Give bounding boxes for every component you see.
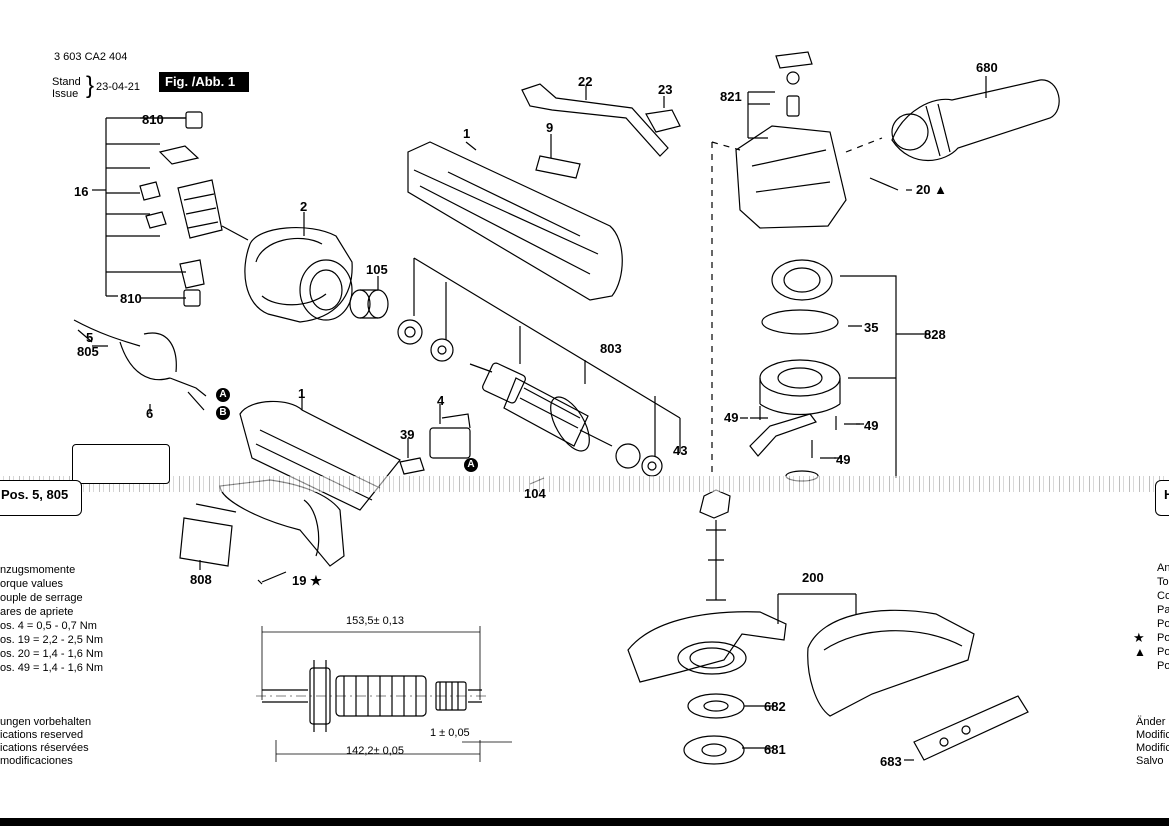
right-legend-line-6: Po	[1157, 632, 1169, 644]
right-legend-line-3: Co	[1157, 590, 1169, 602]
callout-682: 682	[764, 699, 786, 714]
right-legend-line-1: An	[1157, 562, 1169, 574]
scan-artifact-band	[0, 476, 1169, 492]
torque-item-19: os. 19 = 2,2 - 2,5 Nm	[0, 634, 104, 646]
right-legend-triangle: ▲	[1134, 645, 1146, 659]
callout-200: 200	[802, 570, 824, 585]
torque-item-4: os. 4 = 0,5 - 0,7 Nm	[0, 620, 97, 632]
callout-683: 683	[880, 754, 902, 769]
torque-title-en: orque values	[0, 578, 63, 590]
right-legend-star: ★	[1133, 630, 1145, 645]
callout-810-top: 810	[142, 112, 164, 127]
dimension-tolerance: 1 ± 0,05	[430, 727, 470, 739]
callout-1-housing-assembled: 1	[298, 386, 306, 401]
changes-es: modificaciones	[0, 755, 73, 767]
callout-49-lower: 49	[836, 452, 851, 467]
pos-box: Pos. 5, 805	[0, 480, 82, 516]
marker-b-cable: B	[216, 406, 230, 420]
callout-821: 821	[720, 89, 742, 104]
doc-number: 3 603 CA2 404	[54, 51, 128, 63]
callout-104: 104	[524, 486, 546, 501]
right-legend-line-2: To	[1157, 576, 1169, 588]
right-changes-3: Modific	[1136, 742, 1169, 754]
callout-680: 680	[976, 60, 998, 75]
callout-43: 43	[673, 443, 688, 458]
callout-49-left: 49	[724, 410, 739, 425]
callout-828: 828	[924, 327, 946, 342]
right-legend-line-8: Po	[1157, 660, 1169, 672]
callout-5: 5	[86, 330, 94, 345]
callout-805: 805	[77, 344, 99, 359]
torque-title-es: ares de apriete	[0, 606, 74, 618]
callout-39: 39	[400, 427, 415, 442]
callout-1-housing: 1	[463, 126, 471, 141]
callout-4: 4	[437, 393, 445, 408]
changes-fr: ications réservées	[0, 742, 89, 754]
right-legend-line-7: Po	[1157, 646, 1169, 658]
callout-2: 2	[300, 199, 308, 214]
right-changes-2: Modific	[1136, 729, 1169, 741]
dimension-bottom: 142,2± 0,05	[346, 745, 405, 757]
marker-a-cable: A	[216, 388, 230, 402]
torque-item-49: os. 49 = 1,4 - 1,6 Nm	[0, 662, 104, 674]
callout-9: 9	[546, 120, 554, 135]
brace-glyph: }	[86, 72, 95, 99]
callout-20: 20 ▲	[916, 182, 947, 197]
callout-803: 803	[600, 341, 622, 356]
callout-105: 105	[366, 262, 388, 277]
callout-19: 19 ★	[292, 573, 322, 588]
right-changes-1: Änder	[1136, 716, 1166, 728]
callout-49-right: 49	[864, 418, 879, 433]
stand-label: Stand	[52, 76, 81, 88]
dimension-top: 153,5± 0,13	[346, 615, 405, 627]
torque-title-de: nzugsmomente	[0, 564, 76, 576]
marker-a-capacitor: A	[464, 458, 478, 472]
figure-label: Fig. /Abb. 1	[159, 72, 249, 92]
callout-23: 23	[658, 82, 673, 97]
callout-16: 16	[74, 184, 89, 199]
callout-35: 35	[864, 320, 879, 335]
callout-808: 808	[190, 572, 212, 587]
changes-en: ications reserved	[0, 729, 84, 741]
issue-date: 23-04-21	[96, 81, 141, 93]
pos-box-right: H	[1155, 480, 1169, 516]
right-legend-line-5: Po	[1157, 618, 1169, 630]
issue-label: Issue	[52, 88, 79, 100]
callout-22: 22	[578, 74, 593, 89]
callout-6: 6	[146, 406, 154, 421]
right-legend-line-4: Pa	[1157, 604, 1169, 616]
bottom-border-bar	[0, 818, 1169, 826]
changes-de: ungen vorbehalten	[0, 716, 92, 728]
right-changes-4: Salvo	[1136, 755, 1164, 767]
callout-810-bottom: 810	[120, 291, 142, 306]
callout-681: 681	[764, 742, 786, 757]
torque-title-fr: ouple de serrage	[0, 592, 83, 604]
warning-panel	[72, 444, 170, 484]
torque-item-20: os. 20 = 1,4 - 1,6 Nm	[0, 648, 104, 660]
